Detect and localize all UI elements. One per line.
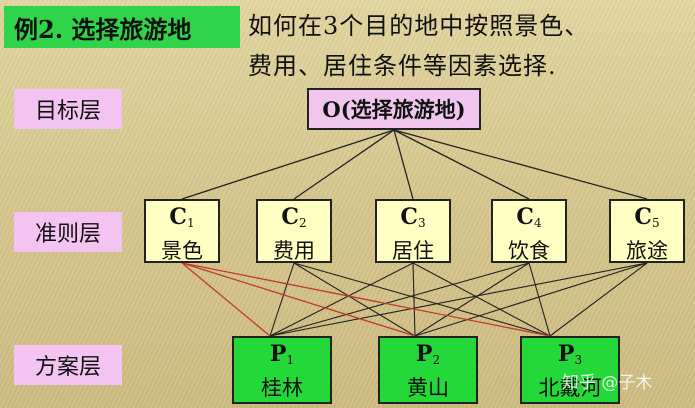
link-c4-p3 xyxy=(528,262,551,337)
alternative-code: P3 xyxy=(557,341,583,367)
link-c2-p2 xyxy=(293,262,416,337)
watermark: 知乎 @子木 xyxy=(562,373,653,393)
criterion-name: 旅途 xyxy=(626,239,668,263)
criterion-code: C2 xyxy=(281,204,307,230)
alternative-name: 北戴河 xyxy=(538,376,602,400)
link-c3-p2 xyxy=(412,262,416,337)
criterion-name: 费用 xyxy=(273,239,315,263)
link-c5-p3 xyxy=(549,262,648,337)
criterion-name: 居住 xyxy=(392,239,434,263)
goal-node: O(选择旅游地) xyxy=(307,88,481,130)
link-c1-p1 xyxy=(181,262,271,337)
criterion-code: C4 xyxy=(516,204,542,230)
criterion-node-c4: C4 饮食 xyxy=(491,199,567,263)
link-c3-p3 xyxy=(412,262,551,337)
link-goal-c2 xyxy=(293,129,395,200)
link-c1-p3 xyxy=(181,262,551,337)
goal-layer-label: 目标层 xyxy=(14,89,122,129)
link-c5-p1 xyxy=(269,262,648,337)
link-goal-c1 xyxy=(181,129,395,200)
criterion-node-c3: C3 居住 xyxy=(375,199,451,263)
link-c5-p2 xyxy=(414,262,648,337)
criterion-node-c1: C1 景色 xyxy=(144,199,220,263)
description-line-2: 费用、居住条件等因素选择. xyxy=(248,52,557,80)
link-goal-c5 xyxy=(393,129,648,200)
link-goal-c4 xyxy=(393,129,530,200)
link-goal-c3 xyxy=(393,129,414,200)
alternatives-layer-label: 方案层 xyxy=(14,345,122,385)
alternative-node-p2: P2 黄山 xyxy=(378,336,478,404)
criterion-code: C5 xyxy=(634,204,660,230)
goal-criteria-links xyxy=(181,129,648,200)
alternative-node-p3: P3 北戴河 xyxy=(520,336,620,404)
criterion-code: C3 xyxy=(400,204,426,230)
link-c3-p1 xyxy=(269,262,414,337)
alternative-code: P1 xyxy=(269,341,295,367)
alternative-node-p1: P1 桂林 xyxy=(232,336,332,404)
criterion-node-c5: C5 旅途 xyxy=(609,199,685,263)
highlighted-links xyxy=(181,262,551,337)
description-line-1: 如何在3个目的地中按照景色、 xyxy=(248,12,590,40)
link-c2-p3 xyxy=(293,262,551,337)
criterion-node-c2: C2 费用 xyxy=(256,199,332,263)
link-c2-p1 xyxy=(269,262,295,337)
link-c4-p2 xyxy=(414,262,530,337)
criterion-code: C1 xyxy=(169,204,195,230)
criterion-name: 饮食 xyxy=(508,239,550,263)
link-c1-p2 xyxy=(181,262,416,337)
criterion-name: 景色 xyxy=(161,239,203,263)
alternative-code: P2 xyxy=(415,341,441,367)
criteria-alternative-links xyxy=(269,262,648,337)
criteria-layer-label: 准则层 xyxy=(14,212,122,252)
alternative-name: 黄山 xyxy=(407,376,449,400)
alternative-name: 桂林 xyxy=(261,376,303,400)
slide-title: 例2. 选择旅游地 xyxy=(4,6,240,48)
link-c4-p1 xyxy=(269,262,530,337)
